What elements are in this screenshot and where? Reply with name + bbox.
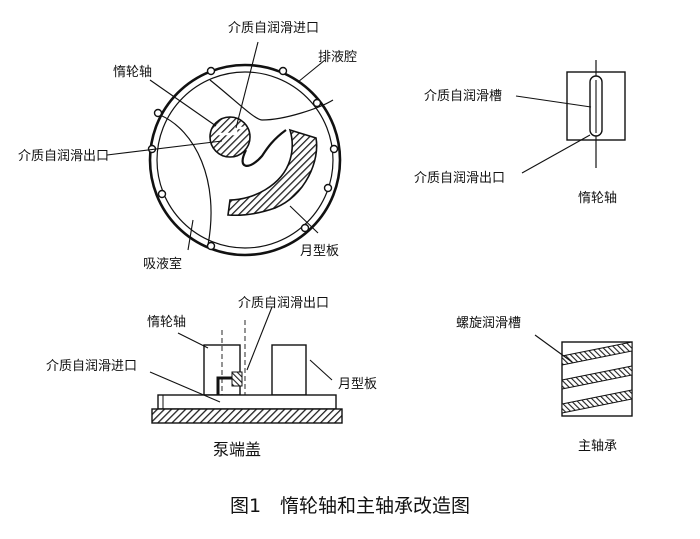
leader-lines-c	[149, 306, 333, 403]
label-bearing: 主轴承	[578, 439, 617, 454]
shaft-channel	[218, 126, 244, 136]
label-end-cover: 泵端盖	[213, 440, 261, 459]
bolt-holes	[147, 66, 339, 251]
leader-line-d	[534, 334, 573, 363]
pump-casing-outer	[148, 63, 342, 257]
label-outlet-a: 介质自润滑出口	[18, 149, 109, 164]
spiral-grooves	[561, 341, 633, 414]
idler-shaft-section	[209, 116, 251, 158]
label-idler-shaft-b: 惰轮轴	[578, 191, 617, 206]
label-groove-b: 介质自润滑槽	[424, 89, 502, 104]
pump-casing-inner	[156, 71, 334, 249]
label-suction-chamber: 吸液室	[143, 256, 182, 272]
suction-chamber-arc	[159, 114, 212, 246]
label-inlet-a: 介质自润滑进口	[228, 21, 319, 36]
pump-cross-section: 介质自润滑进口 惰轮轴 排液腔 介质自润滑出口 吸液室 月型板	[18, 21, 357, 272]
label-crescent-a: 月型板	[300, 244, 339, 259]
crescent-plate	[227, 128, 318, 217]
label-inlet-c: 介质自润滑进口	[46, 359, 137, 374]
figure-caption: 图1 惰轮轴和主轴承改造图	[230, 495, 470, 517]
label-outlet-c: 介质自润滑出口	[238, 296, 329, 311]
label-outlet-b: 介质自润滑出口	[414, 171, 505, 186]
hook-segment	[241, 129, 287, 167]
leader-lines-b	[515, 95, 592, 174]
label-spiral-groove: 螺旋润滑槽	[456, 316, 521, 331]
idler-shaft-side-view: 介质自润滑槽 介质自润滑出口 惰轮轴	[414, 60, 626, 206]
label-discharge-chamber: 排液腔	[318, 50, 357, 65]
end-cover-base	[151, 408, 343, 424]
label-idler-shaft-a: 惰轮轴	[113, 65, 152, 80]
crescent-plate-block	[271, 344, 307, 396]
leader-lines-a	[106, 41, 326, 251]
main-bearing: 螺旋润滑槽 主轴承	[456, 316, 633, 454]
end-cover-assembly: 惰轮轴 介质自润滑出口 介质自润滑进口 月型板 泵端盖	[46, 296, 377, 459]
label-idler-shaft-c: 惰轮轴	[147, 315, 186, 330]
discharge-chamber-arc	[209, 79, 334, 121]
end-cover-top	[157, 394, 337, 410]
label-crescent-c: 月型板	[338, 377, 377, 392]
